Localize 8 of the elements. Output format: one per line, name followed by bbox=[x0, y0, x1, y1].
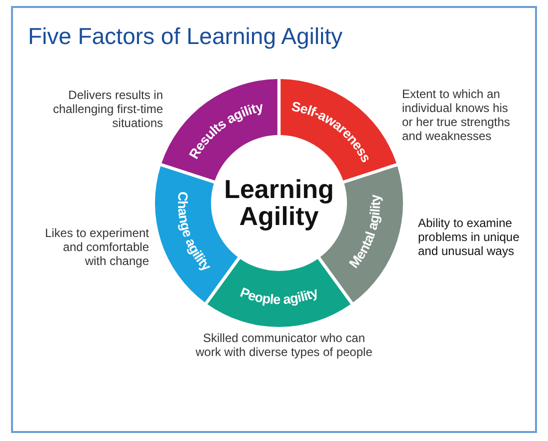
description-text: Likes to experiment and comfortable with change bbox=[44, 226, 149, 268]
description-text: Skilled communicator who can work with diverse types of people bbox=[194, 331, 374, 359]
description-text: Extent to which an individual knows his or her true strengths and weaknesses bbox=[402, 87, 512, 143]
segment-label: People agility bbox=[238, 284, 320, 308]
description-text: Ability to examine problems in unique and unusual ways bbox=[418, 216, 520, 258]
description-text: Delivers results in challenging first-time situations bbox=[52, 88, 163, 130]
diagram-title: Five Factors of Learning Agility bbox=[28, 23, 342, 49]
center-title: Learning Agility bbox=[209, 176, 349, 230]
